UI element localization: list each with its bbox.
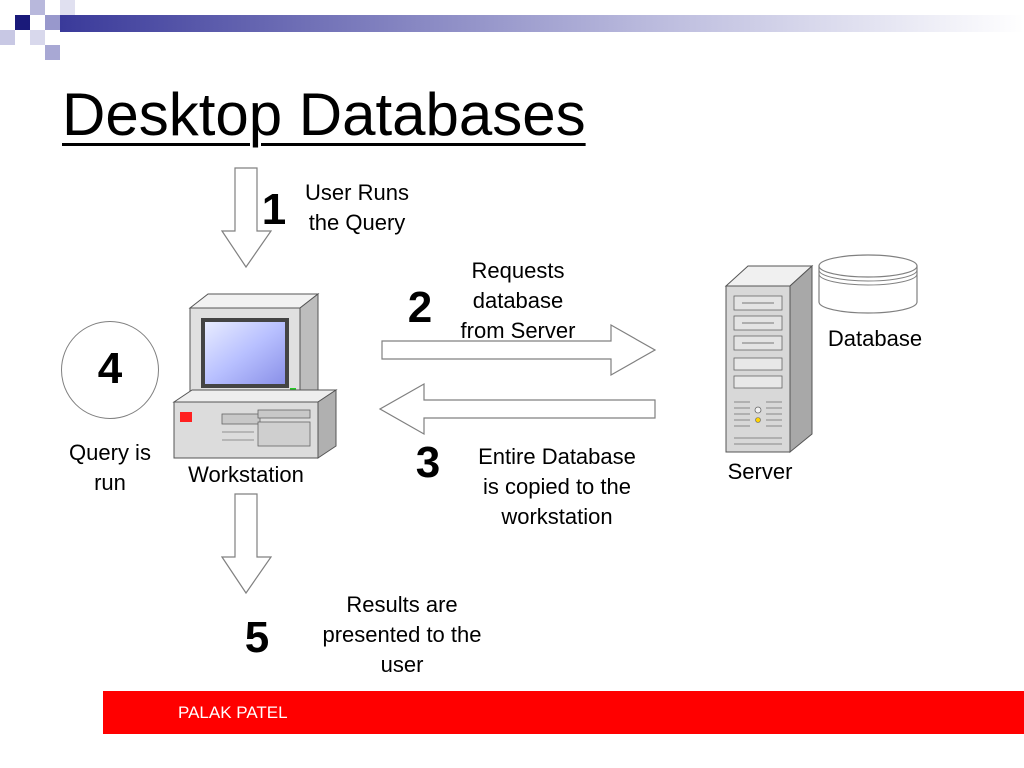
arrow-down-1 xyxy=(221,167,273,269)
page-title: Desktop Databases xyxy=(62,81,586,148)
server-label: Server xyxy=(727,459,793,484)
step-3-number: 3 xyxy=(415,438,441,487)
step-4-circle xyxy=(61,321,159,419)
corner-square xyxy=(60,0,75,15)
step-4-text: Query is run xyxy=(69,440,151,495)
footer-bar xyxy=(103,691,1024,734)
step-5-text: Results are presented to the user xyxy=(322,592,482,677)
step-3-text: Entire Database is copied to the worksta… xyxy=(478,444,636,529)
corner-decoration xyxy=(0,0,1024,60)
database-label: Database xyxy=(827,326,923,351)
corner-square xyxy=(30,30,45,45)
step-1-text: User Runs the Query xyxy=(305,180,409,235)
desktop-computer-icon xyxy=(172,292,338,459)
step-2-number: 2 xyxy=(407,283,433,332)
step-4-number: 4 xyxy=(97,344,123,393)
workstation-label: Workstation xyxy=(188,462,304,487)
corner-square xyxy=(45,15,60,30)
corner-square xyxy=(45,45,60,60)
database-cylinder-icon xyxy=(818,254,918,314)
step-1-number: 1 xyxy=(261,185,287,234)
corner-square xyxy=(0,30,15,45)
corner-square xyxy=(30,0,45,15)
step-2-text: Requests database from Server xyxy=(460,258,576,343)
top-gradient-bar xyxy=(60,15,1024,32)
server-tower-icon xyxy=(724,264,814,454)
arrow-right-2 xyxy=(381,323,657,377)
corner-square xyxy=(15,15,30,30)
footer-author: PALAK PATEL xyxy=(178,703,288,722)
step-5-number: 5 xyxy=(244,613,270,662)
arrow-left-3 xyxy=(378,382,656,436)
arrow-down-5 xyxy=(221,493,273,595)
